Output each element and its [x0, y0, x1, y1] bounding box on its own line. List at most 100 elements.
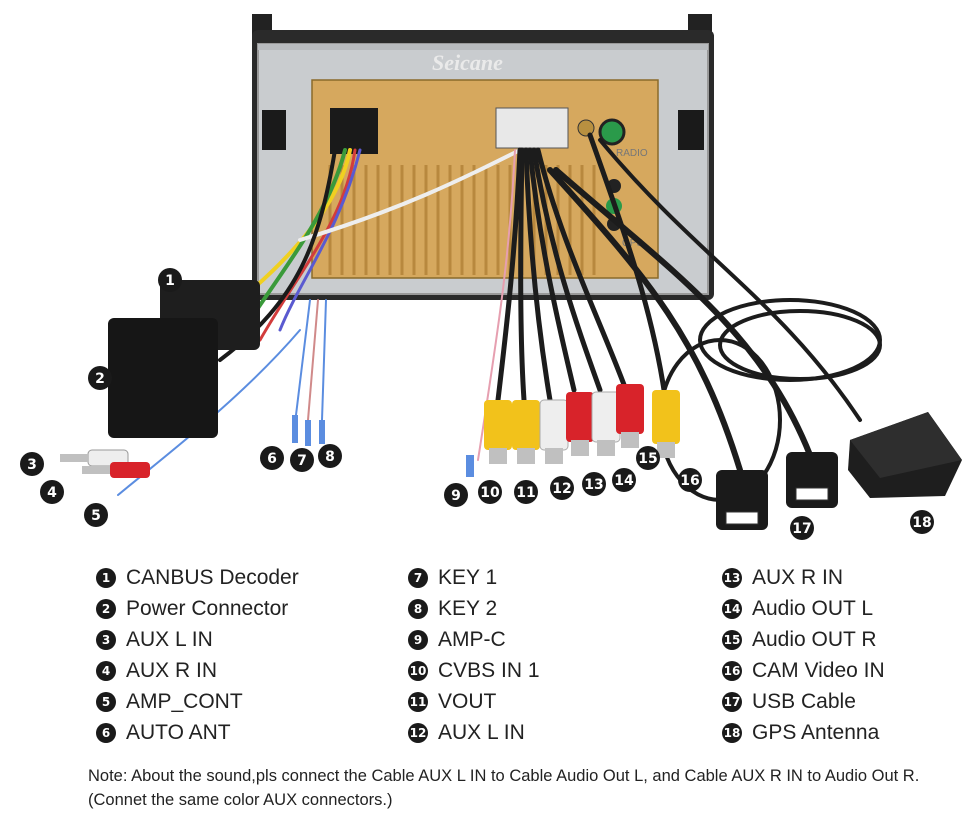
- legend-number-badge: 13: [722, 567, 742, 588]
- callout-number-17: 17: [792, 521, 811, 537]
- callout-circle-3: [20, 452, 44, 476]
- legend-number-badge: 1: [96, 567, 116, 588]
- callout-circle-14: [612, 468, 636, 492]
- legend-number-badge: 14: [722, 598, 742, 619]
- legend-item: 9 AMP-C: [408, 624, 540, 655]
- legend-label: AMP_CONT: [126, 689, 243, 713]
- legend-column-1: 1 CANBUS Decoder 2 Power Connector 3 AUX L IN…: [96, 562, 299, 748]
- legend-number-badge: 7: [408, 567, 428, 588]
- callout-number-1: 1: [165, 273, 175, 289]
- legend-number-badge: 4: [96, 660, 116, 681]
- legend-label: Audio OUT L: [752, 596, 874, 620]
- callout-number-5: 5: [91, 508, 101, 524]
- radio-port-label: RADIO: [616, 148, 648, 159]
- legend-label: KEY 2: [438, 596, 498, 620]
- callout-number-15: 15: [638, 451, 657, 467]
- legend-number-badge: 9: [408, 629, 428, 650]
- legend-label: CANBUS Decoder: [126, 565, 299, 589]
- callout-circle-2: [88, 366, 112, 390]
- legend-item: 6 AUTO ANT: [96, 717, 299, 748]
- legend-number-badge: 3: [96, 629, 116, 650]
- legend-number-badge: 15: [722, 629, 742, 650]
- legend-label: Power Connector: [126, 596, 289, 620]
- wiring-diagram: Seicane RADIO GPS: [20, 14, 962, 540]
- callout-number-8: 8: [325, 449, 335, 465]
- legend-label: Audio OUT R: [752, 627, 877, 651]
- callout-number-11: 11: [516, 485, 535, 501]
- legend-label: AUX R IN: [126, 658, 218, 682]
- legend-label: GPS Antenna: [752, 720, 880, 744]
- callout-circle-11: [514, 480, 538, 504]
- legend-item: 11 VOUT: [408, 686, 540, 717]
- callout-circle-12: [550, 476, 574, 500]
- callout-number-18: 18: [912, 515, 931, 531]
- aux-rca-left: [60, 449, 150, 478]
- legend-number-badge: 10: [408, 660, 428, 681]
- rca-plug-red-15: [616, 384, 644, 448]
- callout-circle-8: [318, 444, 342, 468]
- legend-label: AMP-C: [438, 627, 506, 651]
- callout-number-9: 9: [451, 488, 461, 504]
- callout-number-7: 7: [297, 453, 307, 469]
- callout-circle-1: [158, 268, 182, 292]
- usb-plug-a: [716, 470, 768, 530]
- legend-label: KEY 1: [438, 565, 498, 589]
- legend-item: 15 Audio OUT R: [722, 624, 885, 655]
- legend-number-badge: 6: [96, 722, 116, 743]
- callout-number-16: 16: [680, 473, 699, 489]
- callout-circle-13: [582, 472, 606, 496]
- legend-label: USB Cable: [752, 689, 856, 713]
- rca-plug-yellow-16: [652, 390, 680, 458]
- gps-port-label: GPS: [622, 238, 643, 249]
- rca-plug-yellow-11: [512, 400, 540, 464]
- legend-number-badge: 11: [408, 691, 428, 712]
- legend-item: 3 AUX L IN: [96, 624, 299, 655]
- rca-plug-red-13: [566, 392, 594, 456]
- callout-number-12: 12: [552, 481, 571, 497]
- legend-label: VOUT: [438, 689, 497, 713]
- legend-item: 1 CANBUS Decoder: [96, 562, 299, 593]
- legend-item: 4 AUX R IN: [96, 655, 299, 686]
- wiring-note: Note: About the sound,pls connect the Ca…: [88, 767, 920, 809]
- legend-label: AUX R IN: [752, 565, 844, 589]
- legend-item: 18 GPS Antenna: [722, 717, 885, 748]
- legend-item: 17 USB Cable: [722, 686, 885, 717]
- legend-number-badge: 8: [408, 598, 428, 619]
- legend-number-badge: 18: [722, 722, 742, 743]
- legend-label: AUX L IN: [126, 627, 213, 651]
- callout-circle-4: [40, 480, 64, 504]
- callout-circle-9: [444, 483, 468, 507]
- legend-label: AUX L IN: [438, 720, 525, 744]
- rca-plug-white-12: [539, 399, 569, 464]
- legend-item: 7 KEY 1: [408, 562, 540, 593]
- legend-item: 14 Audio OUT L: [722, 593, 885, 624]
- power-connector: [108, 318, 218, 438]
- callout-circle-17: [790, 516, 814, 540]
- legend-number-badge: 16: [722, 660, 742, 681]
- legend-number-badge: 17: [722, 691, 742, 712]
- callout-circle-18: [910, 510, 934, 534]
- callout-number-14: 14: [614, 473, 634, 489]
- radio-port: [598, 118, 626, 146]
- head-unit: Seicane RADIO GPS: [252, 14, 714, 300]
- callout-circle-6: [260, 446, 284, 470]
- brand-logo: Seicane: [432, 50, 503, 75]
- rca-plug-white-14: [591, 391, 621, 456]
- callout-circle-10: [478, 480, 502, 504]
- legend-item: 8 KEY 2: [408, 593, 540, 624]
- legend-number-badge: 2: [96, 598, 116, 619]
- legend-item: 2 Power Connector: [96, 593, 299, 624]
- callout-circle-7: [290, 448, 314, 472]
- legend-number-badge: 5: [96, 691, 116, 712]
- callout-number-4: 4: [47, 485, 57, 501]
- legend-label: AUTO ANT: [126, 720, 231, 744]
- legend-number-badge: 12: [408, 722, 428, 743]
- wire-harness: [117, 132, 862, 496]
- callout-number-3: 3: [27, 457, 37, 473]
